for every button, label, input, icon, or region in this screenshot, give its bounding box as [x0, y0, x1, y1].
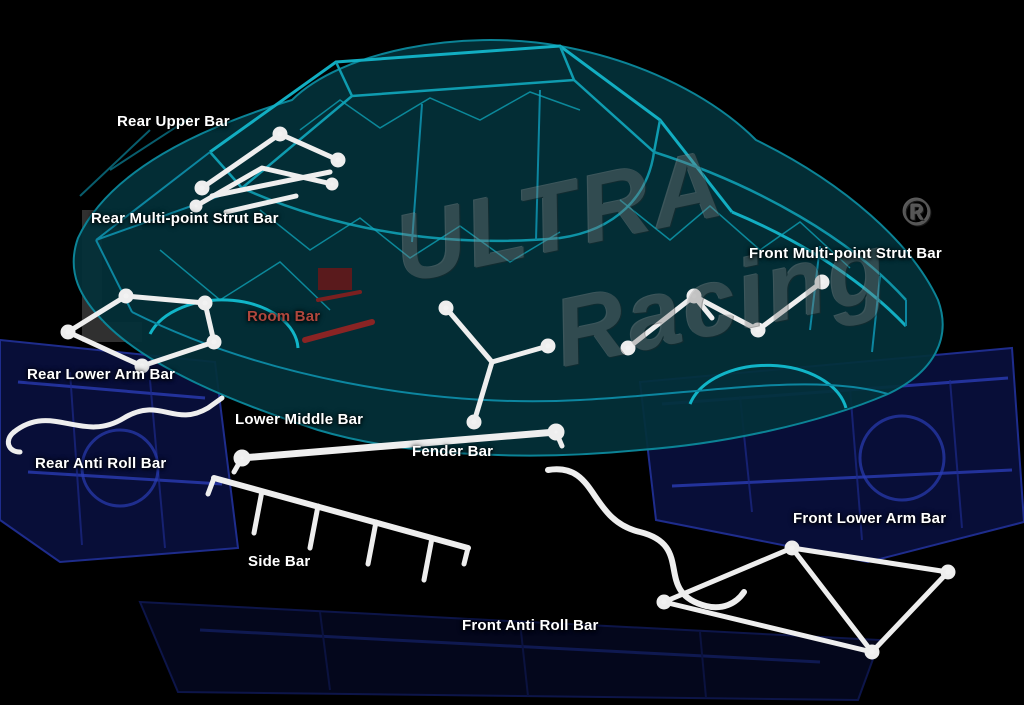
rear-multi-point-strut-bar-graphic: [189, 165, 339, 215]
fender-bar-graphic: [438, 300, 556, 430]
label-rear-anti-roll-bar: Rear Anti Roll Bar: [35, 455, 167, 472]
front-anti-roll-bar-graphic: [545, 466, 747, 611]
label-rear-lower-arm-bar: Rear Lower Arm Bar: [27, 366, 176, 383]
label-front-lower-arm-bar: Front Lower Arm Bar: [793, 510, 947, 527]
side-bar-graphic: [205, 475, 471, 583]
rear-anti-roll-bar-graphic: [5, 395, 225, 455]
front-lower-arm-bar-graphic: [656, 540, 956, 660]
rear-upper-bar-graphic: [194, 126, 346, 199]
label-room-bar: Room Bar: [247, 308, 321, 325]
room-bar-graphic: [302, 268, 375, 343]
label-side-bar: Side Bar: [248, 553, 311, 570]
label-rear-multi-point-strut-bar: Rear Multi-point Strut Bar: [91, 210, 279, 227]
chassis-bottom-rails: [138, 600, 882, 702]
lower-middle-bar-graphic: [231, 423, 565, 475]
car-body-wireframe: [72, 39, 944, 457]
label-fender-bar: Fender Bar: [412, 443, 494, 460]
rear-lower-arm-bar-graphic: [60, 288, 222, 374]
label-rear-upper-bar: Rear Upper Bar: [117, 113, 230, 130]
label-front-anti-roll-bar: Front Anti Roll Bar: [462, 617, 599, 634]
label-lower-middle-bar: Lower Middle Bar: [235, 411, 364, 428]
label-front-multi-point-strut-bar: Front Multi-point Strut Bar: [749, 245, 942, 262]
front-multi-point-strut-bar-graphic: [620, 274, 830, 356]
